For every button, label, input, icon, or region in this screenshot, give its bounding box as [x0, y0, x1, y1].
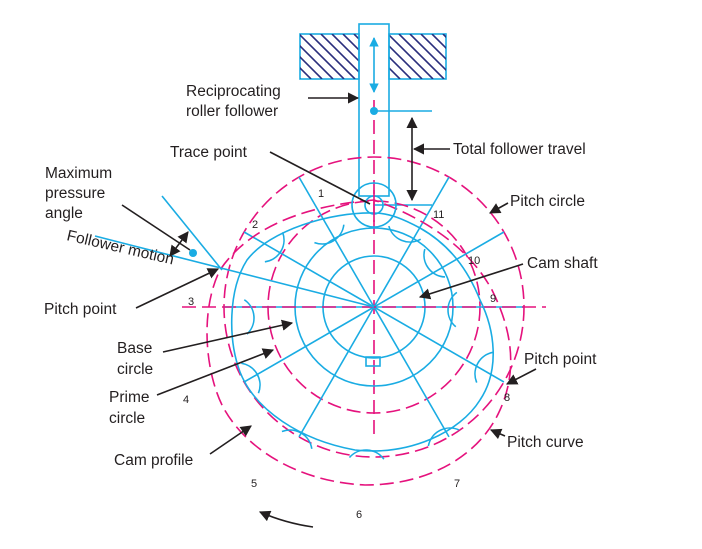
max-pressure-label-2: pressure	[45, 185, 105, 202]
roller-arc	[447, 291, 458, 328]
division-7: 7	[454, 478, 460, 490]
radial-line	[243, 306, 375, 383]
division-9: 9	[490, 293, 496, 305]
pitch-point-left-label: Pitch point	[44, 301, 117, 318]
hatch-line	[331, 34, 359, 63]
hatch-line	[300, 77, 301, 79]
roller-arc	[427, 427, 460, 447]
cam-profile	[230, 212, 494, 452]
hatch-line	[389, 55, 412, 79]
base-circle-label-1: Base	[117, 340, 152, 357]
hatch-line	[342, 34, 359, 52]
division-numbers: 1 2 3 4 5 6 7 8 9 10 11	[183, 188, 510, 521]
keyway	[365, 356, 381, 367]
hatch-line	[389, 66, 401, 79]
max-pressure-label-3: angle	[45, 205, 83, 222]
follower-label-1: Reciprocating	[186, 83, 281, 100]
roller-arcs	[241, 224, 494, 460]
rotation-arrow-icon	[258, 510, 314, 528]
radial-line	[243, 231, 375, 308]
hatch-line	[398, 34, 445, 79]
roller-arc	[264, 231, 285, 263]
hatch-line	[300, 66, 312, 79]
radial-line	[373, 306, 505, 383]
roller	[351, 182, 397, 228]
total-travel-label: Total follower travel	[453, 141, 586, 158]
division-1: 1	[318, 188, 324, 200]
hatch-line	[300, 44, 334, 79]
follower-stem	[358, 23, 432, 440]
division-5: 5	[251, 478, 257, 490]
division-2: 2	[252, 219, 258, 231]
roller-arc	[474, 351, 494, 383]
roller-arc	[423, 248, 446, 278]
roller-arc	[243, 299, 255, 335]
guide-hatching	[300, 34, 446, 79]
division-3: 3	[188, 296, 194, 308]
pitch-circle-label: Pitch circle	[510, 193, 585, 210]
pitch-curve	[206, 199, 512, 486]
leader-lines	[121, 92, 537, 528]
division-6: 6	[356, 509, 362, 521]
base-circle-label-2: circle	[117, 361, 153, 378]
hatch-line	[442, 34, 446, 39]
hatch-line	[431, 34, 446, 50]
radial-line	[298, 306, 375, 438]
hatch-line	[309, 34, 356, 79]
roller-arc	[281, 429, 313, 449]
division-10: 10	[468, 255, 480, 267]
follower-guide	[299, 33, 447, 80]
follower-label-2: roller follower	[186, 103, 278, 120]
hatch-line	[420, 34, 446, 61]
cam-profile-label: Cam profile	[114, 452, 193, 469]
radial-line	[373, 306, 450, 438]
roller-arc	[241, 362, 261, 394]
roller-arc	[388, 225, 422, 243]
pressure-angle-arrow	[169, 231, 189, 257]
follower-motion-lines	[94, 195, 375, 308]
hatch-line	[409, 34, 446, 72]
division-11: 11	[433, 209, 444, 221]
hatch-line	[300, 55, 323, 79]
roller-arc	[348, 449, 385, 460]
cam-shaft-label: Cam shaft	[527, 255, 598, 272]
division-4: 4	[183, 394, 189, 406]
division-8: 8	[504, 392, 510, 404]
prime-circle-label-1: Prime	[109, 389, 149, 406]
hatch-line	[300, 34, 345, 79]
max-pressure-label-1: Maximum	[45, 165, 112, 182]
radial-line	[373, 231, 505, 308]
roller-arc	[314, 224, 345, 245]
follower-motion-label: Follower motion	[65, 227, 175, 268]
hatch-line	[389, 34, 434, 79]
pitch-curve-label: Pitch curve	[507, 434, 584, 451]
hatch-line	[389, 44, 423, 79]
trace-point-label: Trace point	[170, 144, 248, 161]
radial-line	[298, 176, 375, 308]
pitch-point-right-label: Pitch point	[524, 351, 597, 368]
labels: Reciprocating roller follower Trace poin…	[44, 83, 598, 469]
prime-circle-label-2: circle	[109, 410, 145, 427]
